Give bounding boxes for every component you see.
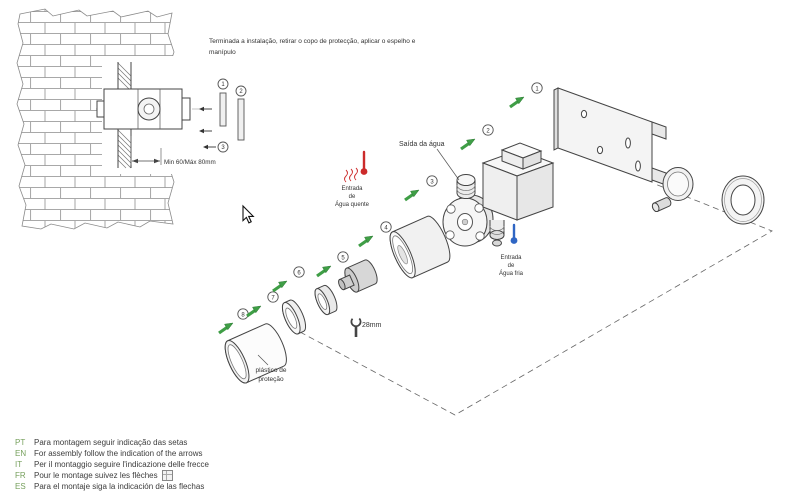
label-cold-inlet: Entrada de Água fria [499,223,524,277]
part-protection-cup [224,323,287,384]
small-grid-icon [161,469,173,481]
callout-1: 1 [535,86,539,92]
wall-callout-1: 1 [221,82,225,88]
lang-code: ES [15,481,26,491]
wall-callouts: 1 2 3 [199,78,247,153]
plastic-label-line1: plástico de [255,367,286,374]
direction-arrows-left [199,106,216,150]
footer-row-it: IT Per il montaggio seguire l'indicazion… [15,459,209,470]
plastic-label-line2: proteção [258,376,284,383]
part-trim-nut [314,284,338,316]
part-round-escutcheon [721,175,765,225]
footer-row-pt: PT Para montagem seguir indicação das se… [15,437,209,448]
part-cartridge [338,259,378,293]
cold-thermometer-icon [510,223,518,244]
lang-text: Per il montaggio seguire l'indicazione d… [34,459,209,469]
top-instruction-line2: manípulo [209,48,236,56]
label-water-outlet: Saída da água [399,141,460,181]
lang-text: Para el montaje siga la indicación de la… [34,481,205,491]
assembly-arrow-icon [459,137,477,151]
hot-label-line3: Água quente [335,201,370,208]
lang-text: Para montagem seguir indicação das setas [34,437,188,447]
label-hot-inlet: Entrada de Água quente [335,150,370,208]
part-escutcheon-ring [281,299,307,335]
part-mounting-bracket [553,87,667,186]
cold-label-line3: Água fria [499,270,524,277]
heat-waves-icon [344,167,358,183]
assembly-arrow-icon [271,279,289,293]
assembly-plane-dashed [299,183,773,416]
exploded-view: 1 2 3 4 5 6 7 8 [217,82,773,416]
wall-callout-2: 2 [239,89,243,95]
wrench-icon [350,317,362,337]
assembly-arrow-icon [245,304,263,318]
part-valve-housing [456,142,555,247]
lang-code: FR [15,470,26,480]
brick-wall-section: 1 2 3 Min 60/Máx 80mm [16,8,247,230]
assembly-arrow-icon [508,95,526,109]
top-instruction-line1: Terminada a instalação, retirar o copo d… [209,38,416,45]
part-valve-body-front [442,194,494,247]
hot-label-line1: Entrada [341,186,363,192]
part-handle-knob [651,167,694,213]
footer-row-en: EN For assembly follow the indication of… [15,448,209,459]
wall-callout-3: 3 [221,145,225,151]
label-protection-plastic: plástico de proteção [255,354,287,383]
hot-thermometer-icon [360,150,368,175]
lang-code: IT [15,459,23,469]
callout-5: 5 [341,255,345,261]
cold-label-line1: Entrada [500,255,522,261]
footer-instructions: PT Para montagem seguir indicação das se… [15,437,209,491]
hot-label-line2: de [349,194,356,200]
part-sleeve [389,215,451,279]
exploded-callouts: 1 2 3 4 5 6 7 8 [237,82,543,320]
mouse-cursor [242,204,255,224]
water-outlet-port [456,174,476,199]
lang-code: EN [15,448,27,458]
lang-code: PT [15,437,26,447]
callout-6: 6 [297,270,301,276]
wrench-size-label: 28mm [362,322,382,329]
assembly-arrow-icon [403,188,421,202]
footer-row-fr: FR Pour le montage suivez les flèches [15,469,209,481]
lang-text: For assembly follow the indication of th… [34,448,203,458]
dimension-label: Min 60/Máx 80mm [164,159,216,166]
water-outlet-label: Saída da água [399,141,445,148]
label-wrench-size: 28mm [350,317,382,337]
callout-7: 7 [271,295,275,301]
dimension: Min 60/Máx 80mm [130,136,216,166]
assembly-arrow-icon [217,321,235,335]
cold-inlet-port [489,220,505,247]
assembly-arrow-icon [357,234,375,248]
callout-8: 8 [241,312,245,318]
assembly-arrow-icon [315,264,333,278]
callout-2: 2 [486,128,490,134]
footer-row-es: ES Para el montaje siga la indicación de… [15,481,209,491]
callout-4: 4 [384,225,388,231]
callout-3: 3 [430,179,434,185]
top-instruction: Terminada a instalação, retirar o copo d… [209,37,499,58]
lang-text: Pour le montage suivez les flèches [34,470,158,480]
cold-label-line2: de [508,263,515,269]
